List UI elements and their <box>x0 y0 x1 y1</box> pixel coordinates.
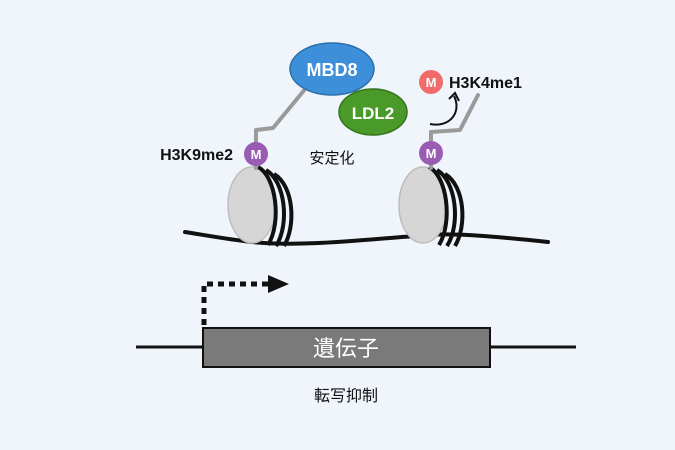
h3k9me2-methyl-mark <box>244 142 268 166</box>
ldl2-label: LDL2 <box>352 104 395 123</box>
ldl2-protein <box>338 88 408 136</box>
stabilization-label: 安定化 <box>309 149 354 167</box>
nucleosome-left <box>227 165 294 248</box>
demethylation-arrowhead <box>448 91 460 102</box>
transcription-arrowhead <box>268 275 289 293</box>
nucleosome-right <box>398 165 465 248</box>
right-tail-m-symbol: M <box>426 146 437 161</box>
demethylation-arrow <box>429 95 458 126</box>
repression-label: 転写抑制 <box>314 386 378 405</box>
h3k9me2-m-symbol: M <box>251 147 262 162</box>
mbd8-label: MBD8 <box>306 60 357 80</box>
h3k4me1-methyl-mark <box>419 70 443 94</box>
transcription-start-arrow <box>201 281 270 325</box>
right-tail-methyl-mark <box>419 141 443 165</box>
h3k4me1-label: H3K4me1 <box>449 75 522 92</box>
dna-strand <box>183 230 550 246</box>
gene-label: 遺伝子 <box>313 337 379 362</box>
mbd8-protein <box>289 42 375 96</box>
h3k9me2-label: H3K9me2 <box>160 147 233 164</box>
gene-box <box>202 327 491 368</box>
h3k4me1-m-symbol: M <box>426 75 437 90</box>
